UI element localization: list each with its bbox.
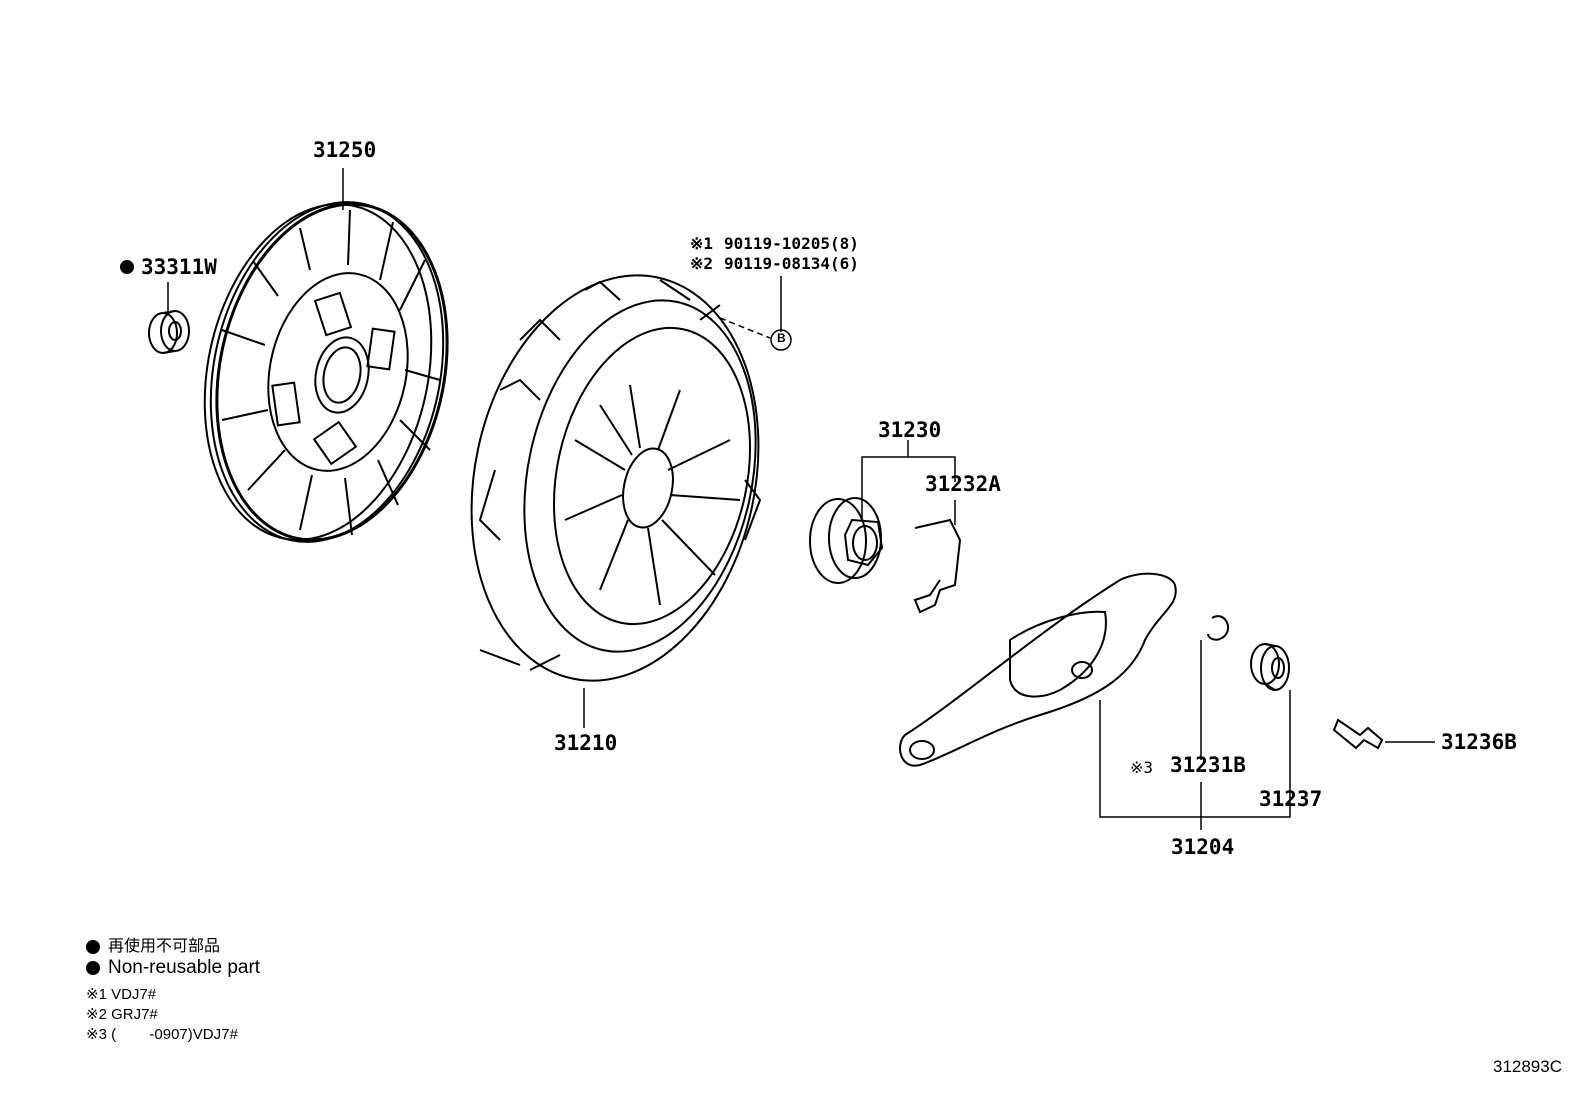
label-31204: 31204	[1171, 835, 1235, 859]
legend-non-reusable-jp: 再使用不可部品	[86, 932, 220, 956]
clutch-cover-drawing	[470, 274, 762, 682]
reference-b-circle	[770, 329, 792, 351]
bolt-note-2-mark: ※2	[690, 254, 714, 273]
clutch-disc-drawing	[203, 201, 449, 543]
label-bolt-1: 90119-10205(8)	[724, 234, 859, 253]
label-31210: 31210	[554, 731, 618, 755]
release-fork-drawing	[899, 572, 1177, 767]
label-bolt-2: 90119-08134(6)	[724, 254, 859, 273]
label-31250: 31250	[313, 138, 377, 162]
legend-note-2: ※2 GRJ7#	[86, 1006, 158, 1023]
leader-lines	[167, 168, 1435, 830]
fork-spring-drawing	[1207, 615, 1229, 641]
diagram-id: 312893C	[1492, 1057, 1562, 1076]
bullet-icon	[86, 939, 100, 954]
reference-b-label: B	[777, 331, 786, 345]
bullet-icon	[86, 960, 100, 975]
bolt-note-1-mark: ※1	[690, 234, 714, 253]
fork-support-drawing	[1250, 643, 1290, 691]
legend-non-reusable-en: Non-reusable part	[86, 957, 260, 979]
release-clip-drawing	[913, 518, 962, 614]
label-31236b: 31236B	[1441, 730, 1517, 754]
legend-note-1: ※1 VDJ7#	[86, 986, 157, 1003]
boot-note-mark: ※3	[1130, 758, 1154, 777]
label-33311w: 33311W	[141, 255, 217, 279]
label-31232a: 31232A	[925, 472, 1001, 496]
release-bearing-drawing	[809, 497, 884, 584]
legend-jp-text: 再使用不可部品	[108, 938, 221, 955]
label-31237: 31237	[1259, 787, 1323, 811]
legend-note-3: ※3 ( -0907)VDJ7#	[86, 1026, 238, 1043]
pilot-bearing-drawing	[148, 310, 190, 354]
label-31231b: 31231B	[1170, 753, 1246, 777]
legend-en-text: Non-reusable part	[108, 957, 261, 978]
non-reusable-marker-icon	[120, 260, 134, 274]
stud-bolt-drawing	[1332, 718, 1384, 750]
label-31230: 31230	[878, 418, 942, 442]
